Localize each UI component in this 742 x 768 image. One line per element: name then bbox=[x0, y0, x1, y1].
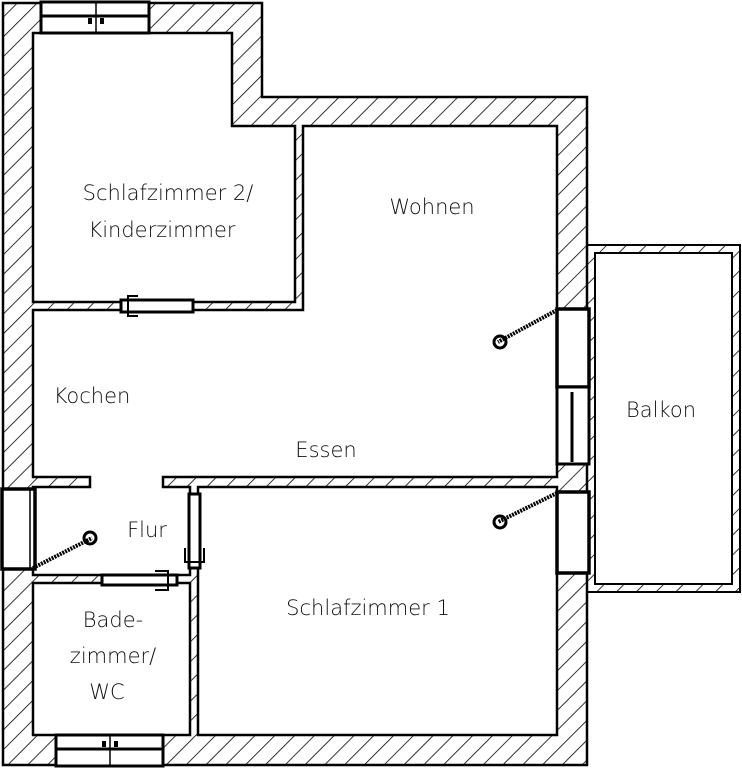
window-bottom bbox=[54, 733, 165, 768]
door-schlafzimmer-2 bbox=[119, 295, 195, 317]
balcony-door-wohnen bbox=[555, 307, 591, 466]
label-schlafzimmer-2: Schlafzimmer 2/ bbox=[83, 181, 254, 205]
label-bade: Bade- bbox=[83, 608, 143, 632]
balcony bbox=[586, 244, 741, 593]
label-essen: Essen bbox=[295, 438, 356, 462]
label-wohnen: Wohnen bbox=[389, 195, 474, 219]
window-top bbox=[39, 0, 151, 35]
room-schlafzimmer-2 bbox=[31, 31, 297, 304]
label-wc: WC bbox=[89, 680, 124, 704]
window-left-flur bbox=[0, 487, 37, 571]
door-badezimmer bbox=[100, 570, 179, 591]
door-schlafzimmer-1 bbox=[184, 492, 205, 570]
balcony-door-schlafzimmer-1 bbox=[555, 490, 591, 575]
room-wohnen-kochen-essen-flur bbox=[31, 124, 559, 577]
label-flur: Flur bbox=[127, 518, 167, 542]
label-kochen: Kochen bbox=[54, 384, 131, 408]
door-swing-markers bbox=[32, 308, 558, 570]
label-zimmer: zimmer/ bbox=[70, 644, 156, 668]
label-balkon: Balkon bbox=[626, 398, 696, 422]
label-schlafzimmer-1: Schlafzimmer 1 bbox=[286, 596, 450, 620]
label-kinderzimmer: Kinderzimmer bbox=[88, 218, 235, 242]
